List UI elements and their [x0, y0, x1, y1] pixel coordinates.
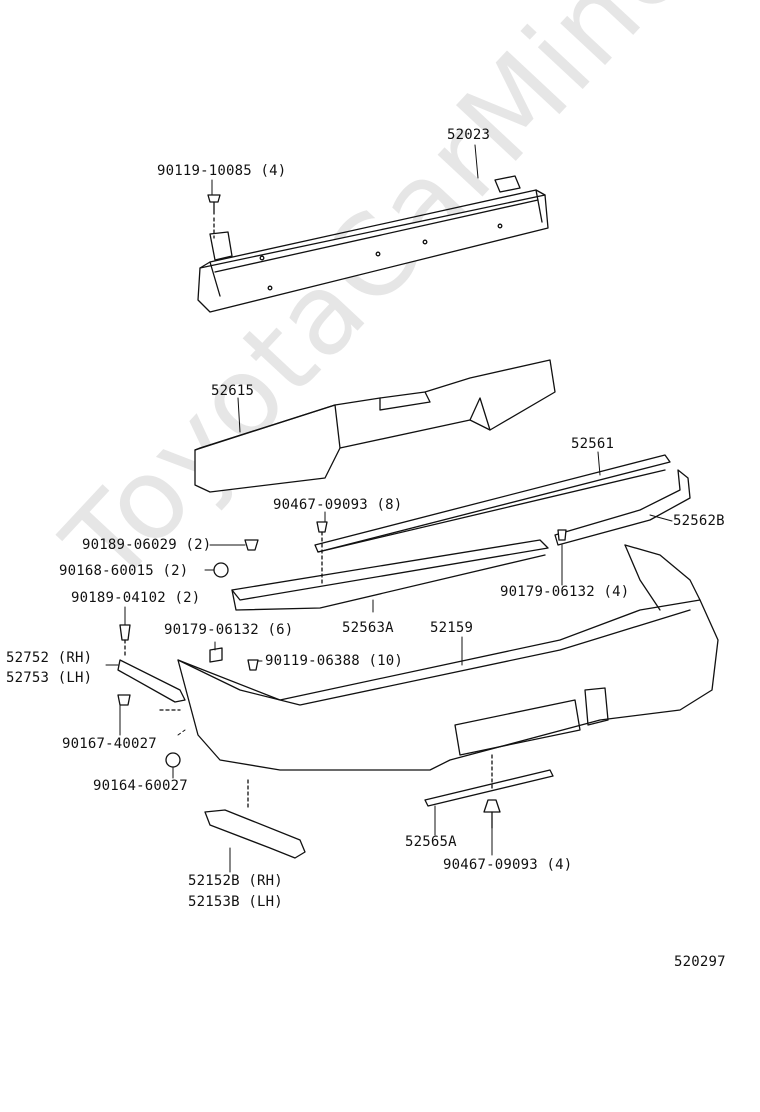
extension-piece: [117, 659, 186, 703]
label-52561: 52561: [571, 436, 615, 452]
label-90189-04102: 90189-04102 (2): [71, 590, 201, 606]
energy-absorber: [194, 359, 556, 493]
label-90119-10085: 90119-10085 (4): [157, 163, 287, 179]
label-52023: 52023: [447, 127, 491, 143]
label-52159: 52159: [430, 620, 474, 636]
label-90467-top: 90467-09093 (8): [273, 497, 403, 513]
label-52752: 52752 (RH): [6, 650, 93, 666]
label-90179-right: 90179-06132 (4): [500, 584, 630, 600]
label-52615: 52615: [211, 383, 255, 399]
clips: [117, 521, 567, 768]
label-90168-60015: 90168-60015 (2): [59, 563, 189, 579]
diagram-code: 520297: [674, 954, 726, 970]
label-52753: 52753 (LH): [6, 670, 93, 686]
retainer-lower: [231, 539, 549, 611]
bumper-reinforcement: [197, 175, 549, 313]
bumper-cover: [177, 544, 719, 771]
pad-52565a: [424, 754, 554, 807]
label-90167-40027: 90167-40027: [62, 736, 157, 752]
label-52562b: 52562B: [673, 513, 725, 529]
retainer-side: [554, 469, 691, 546]
retainer-strip-upper: [314, 454, 671, 553]
label-52563a: 52563A: [342, 620, 394, 636]
label-90164-60027: 90164-60027: [93, 778, 188, 794]
leader-lines: [105, 144, 673, 873]
label-90189-06029: 90189-06029 (2): [82, 537, 212, 553]
mudguard: [204, 779, 306, 859]
fastener-90467-bottom: [483, 799, 501, 829]
label-52565a: 52565A: [405, 834, 457, 850]
label-52152b: 52152B (RH): [188, 873, 283, 889]
bolt-90119-10085: [207, 194, 221, 239]
label-90467-bottom: 90467-09093 (4): [443, 857, 573, 873]
label-90119-06388: 90119-06388 (10): [265, 653, 404, 669]
label-90179-left: 90179-06132 (6): [164, 622, 294, 638]
label-52153b: 52153B (LH): [188, 894, 283, 910]
